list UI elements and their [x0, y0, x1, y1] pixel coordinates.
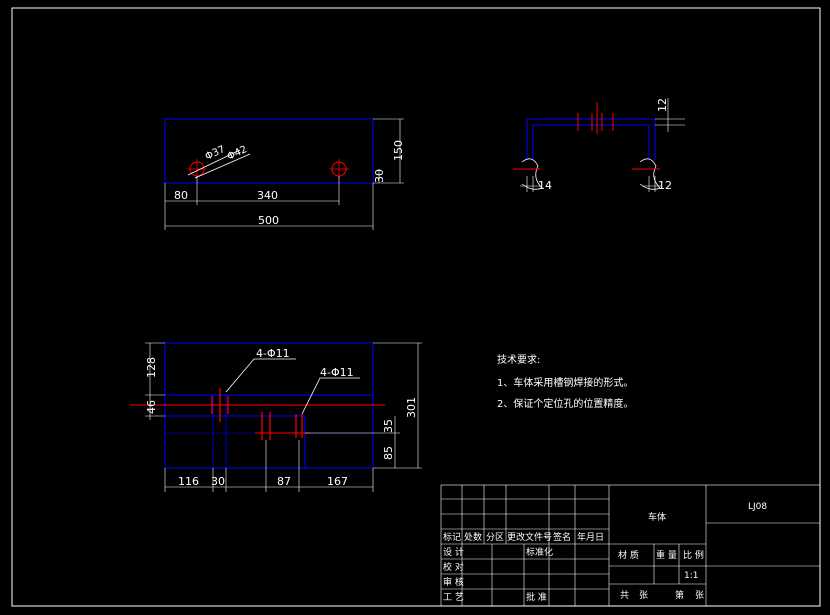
tb-standardize: 标准化 [526, 546, 553, 558]
dim-w87: 87 [277, 475, 291, 488]
dim-w500: 500 [258, 214, 279, 227]
tech-req-item-2: 2、保证个定位孔的位置精度。 [497, 397, 633, 410]
dim-h150: 150 [392, 140, 405, 161]
dim-h30: 30 [373, 169, 386, 183]
sheet-border [11, 7, 821, 607]
tb-approve: 批 准 [526, 591, 547, 603]
technical-requirements: 技术要求: 1、车体采用槽钢焊接的形式。 2、保证个定位孔的位置精度。 [497, 353, 633, 410]
tb-count: 处数 [464, 531, 482, 543]
dim-h128: 128 [145, 357, 158, 378]
dim-h35: 35 [382, 419, 395, 433]
front-view: 4-Φ11 4-Φ11 128 46 301 35 85 116 30 87 1… [130, 342, 422, 492]
dim-t12-top: 12 [656, 98, 669, 112]
tb-design: 设 计 [443, 546, 464, 558]
tb-sheet: 张 [695, 590, 704, 601]
dim-h301: 301 [405, 397, 418, 418]
dim-h85: 85 [382, 446, 395, 460]
tech-req-item-1: 1、车体采用槽钢焊接的形式。 [497, 376, 633, 389]
tb-material: 材 质 [618, 549, 639, 561]
tb-part-name: 车体 [648, 511, 666, 523]
dim-d37: Φ37 [204, 144, 227, 163]
tb-total: 共 [620, 590, 629, 601]
dim-w80: 80 [174, 189, 188, 202]
tb-scale: 1:1 [684, 571, 698, 581]
callout-holes-left: 4-Φ11 [256, 347, 290, 360]
title-block-text: 标记 处数 分区 更改文件号 签名 年月日 设 计 标准化 校 对 审 核 工 … [443, 502, 767, 603]
channel-inner [532, 124, 650, 160]
side-view: 12 14 12 [513, 98, 685, 192]
tb-review: 审 核 [443, 576, 464, 588]
top-view-outline [164, 118, 374, 184]
tb-sheets: 张 [639, 590, 648, 601]
tb-drawing-no: LJ08 [748, 502, 767, 512]
tb-check: 校 对 [443, 561, 464, 573]
title-block [440, 484, 821, 607]
tb-mark: 标记 [443, 531, 461, 543]
tb-sign: 签名 [553, 531, 571, 543]
dim-t14: 14 [538, 179, 552, 192]
tb-scale-label: 比 例 [683, 549, 704, 561]
dim-w167: 167 [327, 475, 348, 488]
tb-process: 工 艺 [443, 592, 464, 603]
callout-holes-right: 4-Φ11 [320, 366, 354, 379]
channel-outer [526, 118, 656, 160]
dim-h46: 46 [145, 400, 158, 414]
tb-page: 第 [675, 589, 684, 601]
tech-req-title: 技术要求: [497, 353, 540, 366]
tb-zone: 分区 [486, 532, 504, 543]
tb-date: 年月日 [577, 531, 604, 543]
dim-w116: 116 [178, 475, 199, 488]
dim-w340: 340 [257, 189, 278, 202]
dim-t12-right: 12 [658, 179, 672, 192]
dim-w30: 30 [211, 475, 225, 488]
tb-change-doc: 更改文件号 [507, 531, 552, 543]
tb-weight: 重 量 [656, 549, 677, 561]
top-view: Φ37 Φ42 150 30 80 340 500 [164, 118, 405, 230]
